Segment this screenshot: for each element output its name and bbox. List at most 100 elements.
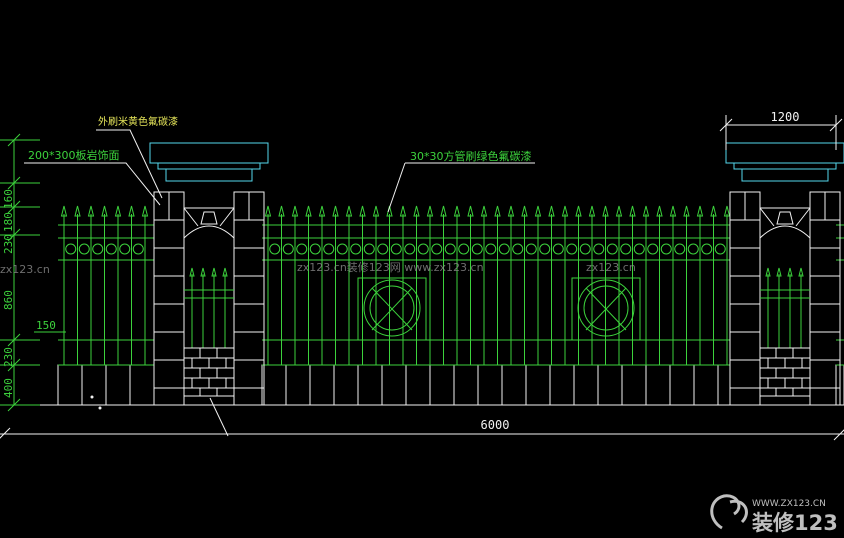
pillar-cap-base <box>165 168 253 182</box>
rail-ring <box>687 243 699 255</box>
medallion-circle <box>577 279 635 337</box>
arch-curve <box>183 225 235 239</box>
arch-curve <box>759 225 811 239</box>
pillar-column <box>729 191 761 406</box>
picket-spear <box>575 205 582 217</box>
picket-spear <box>548 205 555 217</box>
watermark-right: zx123.cn <box>586 261 636 274</box>
inner-brick-base <box>183 347 235 397</box>
picket-spear <box>426 205 434 217</box>
rail-ring <box>593 243 605 255</box>
pillar-cap-band <box>733 162 837 170</box>
pillar-column <box>233 191 265 406</box>
picket-spear <box>87 205 95 217</box>
watermark-left: zx123.cn <box>0 263 50 276</box>
rail-ring <box>350 243 362 255</box>
picket-spear <box>710 205 717 217</box>
rail-ring <box>647 243 659 255</box>
rail-ring <box>444 243 456 255</box>
picket-spear <box>669 205 677 217</box>
rail-ring <box>65 243 77 255</box>
stone-note: 200*300板岩饰面 <box>28 148 120 162</box>
fence-panel-left <box>58 205 154 366</box>
rail-ring <box>485 243 497 255</box>
ground-marks <box>90 395 102 410</box>
dim-6000: 6000 <box>481 418 510 432</box>
picket-spear <box>60 205 68 217</box>
rail-ring <box>296 243 308 255</box>
dim-160: 160 <box>2 189 15 209</box>
pillar-left <box>149 142 269 406</box>
arch-voussoir <box>759 207 775 227</box>
dim-230-top: 230 <box>2 234 15 254</box>
picket-spear <box>291 205 299 217</box>
pillar-right <box>725 142 844 406</box>
picket-spear <box>696 205 704 217</box>
picket-spear <box>521 205 528 217</box>
dim-1200: 1200 <box>771 110 800 124</box>
picket-spear <box>345 205 353 217</box>
picket-spear <box>723 205 731 217</box>
rail-ring <box>525 243 537 255</box>
horizontal-dimension-6000 <box>0 427 844 441</box>
inner-spear <box>776 267 782 277</box>
picket-spear <box>467 205 474 217</box>
picket-spear <box>101 205 108 217</box>
picket-spear <box>480 205 488 217</box>
inner-brick-base <box>759 347 811 397</box>
picket-spear <box>683 205 690 217</box>
rail-ring <box>674 243 686 255</box>
brand-swirl-icon <box>710 494 748 530</box>
pillar-cap <box>149 142 269 164</box>
pillar-cap-base <box>741 168 829 182</box>
picket-spear <box>629 205 636 217</box>
picket-spear <box>264 205 272 217</box>
picket-spear <box>114 205 122 217</box>
horizontal-dimension-1200 <box>719 115 843 150</box>
rail-ring <box>714 243 726 255</box>
picket-spear <box>359 205 366 217</box>
picket-spear <box>413 205 420 217</box>
arch-keystone <box>200 211 218 225</box>
arch-voussoir <box>183 207 199 227</box>
dim-150: 150 <box>36 319 56 332</box>
picket-spear <box>318 205 326 217</box>
rail-ring <box>282 243 294 255</box>
inner-spear <box>189 267 195 277</box>
rail-ring <box>323 243 335 255</box>
dim-230-bottom: 230 <box>2 347 15 367</box>
rail-ring <box>269 243 281 255</box>
rail-ring <box>566 243 578 255</box>
medallion-circle <box>583 285 629 331</box>
medallion-circle <box>369 285 415 331</box>
brand-url: WWW.ZX123.CN <box>752 499 826 509</box>
stone-base-middle <box>261 364 731 406</box>
picket-spear <box>399 205 407 217</box>
medallion-frame <box>571 277 641 341</box>
dim-400: 400 <box>2 378 15 398</box>
inner-spear <box>211 267 217 277</box>
dim-180: 180 <box>2 212 15 232</box>
rail-ring <box>498 243 510 255</box>
picket-spear <box>141 205 149 217</box>
rail-ring <box>390 243 402 255</box>
inner-spear <box>798 267 804 277</box>
leader-lines <box>24 129 535 437</box>
rail-ring <box>92 243 104 255</box>
inner-spear <box>222 267 228 277</box>
pillar-cap-band <box>157 162 261 170</box>
picket-spear <box>305 205 312 217</box>
rail-ring <box>363 243 375 255</box>
medallion-circle <box>363 279 421 337</box>
rail-ring <box>377 243 389 255</box>
picket-spear <box>440 205 447 217</box>
rail-ring <box>431 243 443 255</box>
medallion-frame <box>357 277 427 341</box>
pillar-cap <box>725 142 844 164</box>
rail-ring <box>404 243 416 255</box>
brand-logo: WWW.ZX123.CN 装修123 <box>710 494 838 535</box>
picket-spear <box>453 205 461 217</box>
picket-spear <box>534 205 542 217</box>
medallion-cross <box>585 287 627 331</box>
